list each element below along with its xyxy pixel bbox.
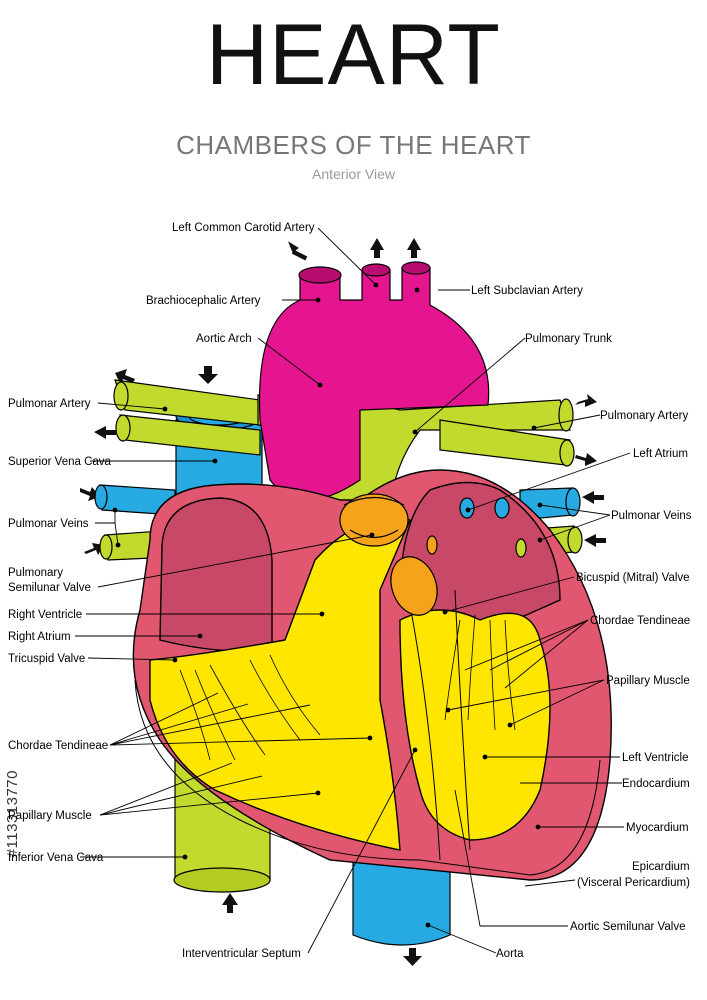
arrow-left-icon <box>582 491 604 504</box>
label-dots <box>112 282 543 928</box>
label-endocardium: Endocardium <box>622 778 690 790</box>
heart-body <box>132 469 612 881</box>
label-superior-vena-cava: Superior Vena Cava <box>8 456 112 468</box>
arrow-down-icon <box>198 366 218 384</box>
label-pulmonar-veins-left: Pulmonar Veins <box>8 518 89 530</box>
heart-valves <box>339 493 527 616</box>
label-inferior-vena-cava: Inferior Vena Cava <box>8 852 104 864</box>
label-papillary-muscle-right: Papillary Muscle <box>606 675 690 687</box>
arrow-up-icon <box>370 238 384 258</box>
arrow-down-icon <box>403 948 422 966</box>
label-aortic-arch: Aortic Arch <box>196 333 252 345</box>
label-brachiocephalic-artery: Brachiocephalic Artery <box>146 295 261 307</box>
arrow-left-icon <box>94 426 116 439</box>
arrow-right-icon <box>84 543 104 555</box>
arrow-left-icon <box>584 534 606 547</box>
leader-lines <box>75 227 631 954</box>
label-myocardium: Myocardium <box>626 822 689 834</box>
arrow-right-icon <box>575 394 597 407</box>
label-right-ventricle: Right Ventricle <box>8 609 82 621</box>
label-aortic-semilunar-valve: Aortic Semilunar Valve <box>570 921 685 933</box>
label-bicuspid-mitral-valve: Bicuspid (Mitral) Valve <box>576 572 690 584</box>
label-pulmonar-artery: Pulmonar Artery <box>8 398 91 410</box>
label-papillary-muscle-left: Papillary Muscle <box>8 810 92 822</box>
labels: Left Common Carotid Artery Brachiocephal… <box>8 222 692 960</box>
label-pulmonary-trunk: Pulmonary Trunk <box>525 333 612 345</box>
label-epicardium-line2: (Visceral Pericardium) <box>577 877 690 889</box>
label-aorta: Aorta <box>496 948 524 960</box>
page-title: HEART <box>206 7 501 103</box>
view-caption: Anterior View <box>311 166 395 182</box>
arrow-up-left-icon <box>288 241 308 261</box>
chordae-lines <box>179 614 516 761</box>
label-left-atrium: Left Atrium <box>633 448 688 460</box>
label-left-ventricle: Left Ventricle <box>622 752 688 764</box>
label-left-common-carotid-artery: Left Common Carotid Artery <box>172 222 315 234</box>
page-subtitle: CHAMBERS OF THE HEART <box>176 130 531 160</box>
label-pulmonary-semilunar-valve-line1: Pulmonary <box>8 567 63 579</box>
label-interventricular-septum: Interventricular Septum <box>182 948 301 960</box>
arrow-up-icon <box>407 238 421 258</box>
label-tricuspid-valve: Tricuspid Valve <box>8 653 85 665</box>
label-pulmonar-veins-right: Pulmonar Veins <box>611 510 692 522</box>
label-pulmonary-artery: Pulmonary Artery <box>600 410 688 422</box>
label-epicardium-line1: Epicardium <box>632 861 690 873</box>
label-pulmonary-semilunar-valve-line2: Semilunar Valve <box>8 582 91 594</box>
arrow-up-icon <box>222 893 238 913</box>
label-chordae-tendineae-left: Chordae Tendineae <box>8 740 108 752</box>
label-chordae-tendineae-right: Chordae Tendineae <box>590 615 690 627</box>
arrow-right-icon <box>575 453 597 466</box>
label-left-subclavian-artery: Left Subclavian Artery <box>471 285 583 297</box>
label-right-atrium: Right Atrium <box>8 631 71 643</box>
